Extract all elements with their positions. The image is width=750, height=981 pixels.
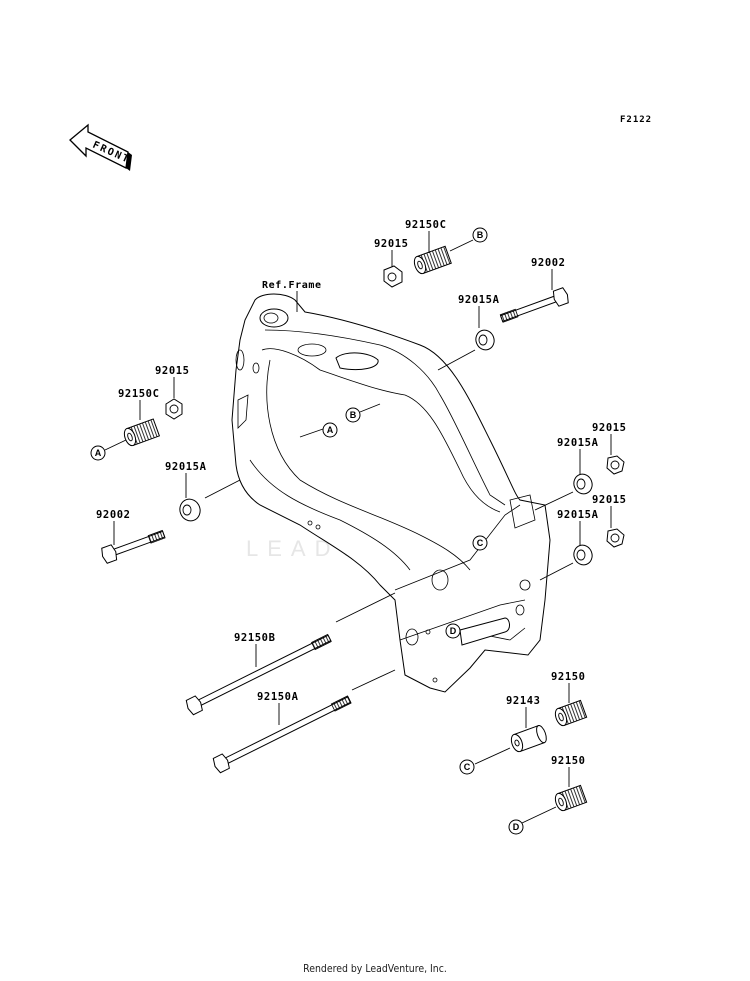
- part-p17[interactable]: 92150 D: [508, 755, 588, 835]
- footer-credit: Rendered by LeadVenture, Inc.: [303, 962, 447, 975]
- nut-icon: [383, 265, 403, 288]
- part-p2[interactable]: 92150C B: [405, 219, 488, 275]
- part-number: 92015A: [557, 437, 599, 449]
- bolt-icon: [212, 695, 352, 774]
- part-number: 92015: [592, 422, 627, 434]
- nut-icon: [165, 398, 183, 420]
- part-p16[interactable]: 92150: [551, 671, 588, 727]
- part-p3[interactable]: 92002: [499, 257, 570, 326]
- nut-icon: [606, 455, 625, 475]
- part-number: 92002: [531, 257, 566, 269]
- part-p8[interactable]: 92002: [96, 509, 166, 564]
- threaded-collar-icon: [413, 245, 452, 275]
- frame-illustration: [231, 293, 551, 693]
- bushing-icon: [475, 329, 495, 351]
- part-number: 92015A: [165, 461, 207, 473]
- svg-text:B: B: [477, 230, 484, 240]
- figure-code: F2122: [620, 115, 652, 125]
- part-p4[interactable]: 92015A: [437, 294, 500, 371]
- svg-text:C: C: [464, 762, 471, 772]
- svg-text:D: D: [513, 822, 520, 832]
- part-number: 92150: [551, 755, 586, 767]
- part-number: 92150B: [234, 632, 276, 644]
- collar-icon: [510, 725, 547, 753]
- threaded-collar-icon: [554, 784, 588, 812]
- part-number: 92015: [155, 365, 190, 377]
- callout-d: [508, 819, 524, 835]
- callout-b-frame: B: [345, 403, 381, 423]
- part-number: 92002: [96, 509, 131, 521]
- callout-b: [472, 227, 488, 243]
- part-p14[interactable]: 92150A: [211, 669, 396, 774]
- callout-d-frame: D: [445, 623, 461, 639]
- front-arrow-icon: FRONT: [69, 123, 132, 171]
- part-number: 92143: [506, 695, 541, 707]
- part-p5[interactable]: 92015: [155, 365, 190, 420]
- threaded-collar-icon: [123, 418, 161, 447]
- bushing-icon: [573, 544, 593, 566]
- part-number: 92015: [592, 494, 627, 506]
- bushing-icon: [573, 473, 593, 495]
- part-number: 92015A: [458, 294, 500, 306]
- bolt-icon: [185, 633, 332, 716]
- svg-text:A: A: [95, 448, 102, 458]
- svg-text:D: D: [450, 626, 457, 636]
- part-p15[interactable]: 92143 C: [459, 695, 548, 775]
- part-number: 92150: [551, 671, 586, 683]
- part-p10[interactable]: 92015A: [534, 437, 599, 511]
- bolt-icon: [499, 287, 569, 323]
- part-p7[interactable]: 92015A: [165, 461, 241, 524]
- part-p1[interactable]: 92015: [374, 238, 409, 288]
- callout-a-frame: A: [299, 422, 338, 438]
- callout-c: [459, 759, 475, 775]
- callout-c-frame: C: [472, 535, 488, 551]
- svg-text:A: A: [327, 425, 334, 435]
- svg-text:C: C: [477, 538, 484, 548]
- svg-text:B: B: [350, 410, 357, 420]
- part-number: 92150C: [405, 219, 447, 231]
- part-number: 92015: [374, 238, 409, 250]
- part-p6[interactable]: 92150C A: [90, 388, 161, 461]
- callout-a: [90, 445, 106, 461]
- part-p11[interactable]: 92015: [592, 494, 627, 548]
- bolt-icon: [101, 529, 166, 564]
- part-p9[interactable]: 92015: [592, 422, 627, 475]
- part-number: 92150A: [257, 691, 299, 703]
- part-p12[interactable]: 92015A: [539, 509, 599, 581]
- part-number: 92150C: [118, 388, 160, 400]
- threaded-collar-icon: [554, 699, 588, 727]
- bushing-icon: [179, 498, 201, 522]
- part-number: 92015A: [557, 509, 599, 521]
- nut-icon: [606, 528, 625, 548]
- frame-reference-label: Ref.Frame: [262, 280, 322, 291]
- part-p13[interactable]: 92150B: [184, 592, 396, 716]
